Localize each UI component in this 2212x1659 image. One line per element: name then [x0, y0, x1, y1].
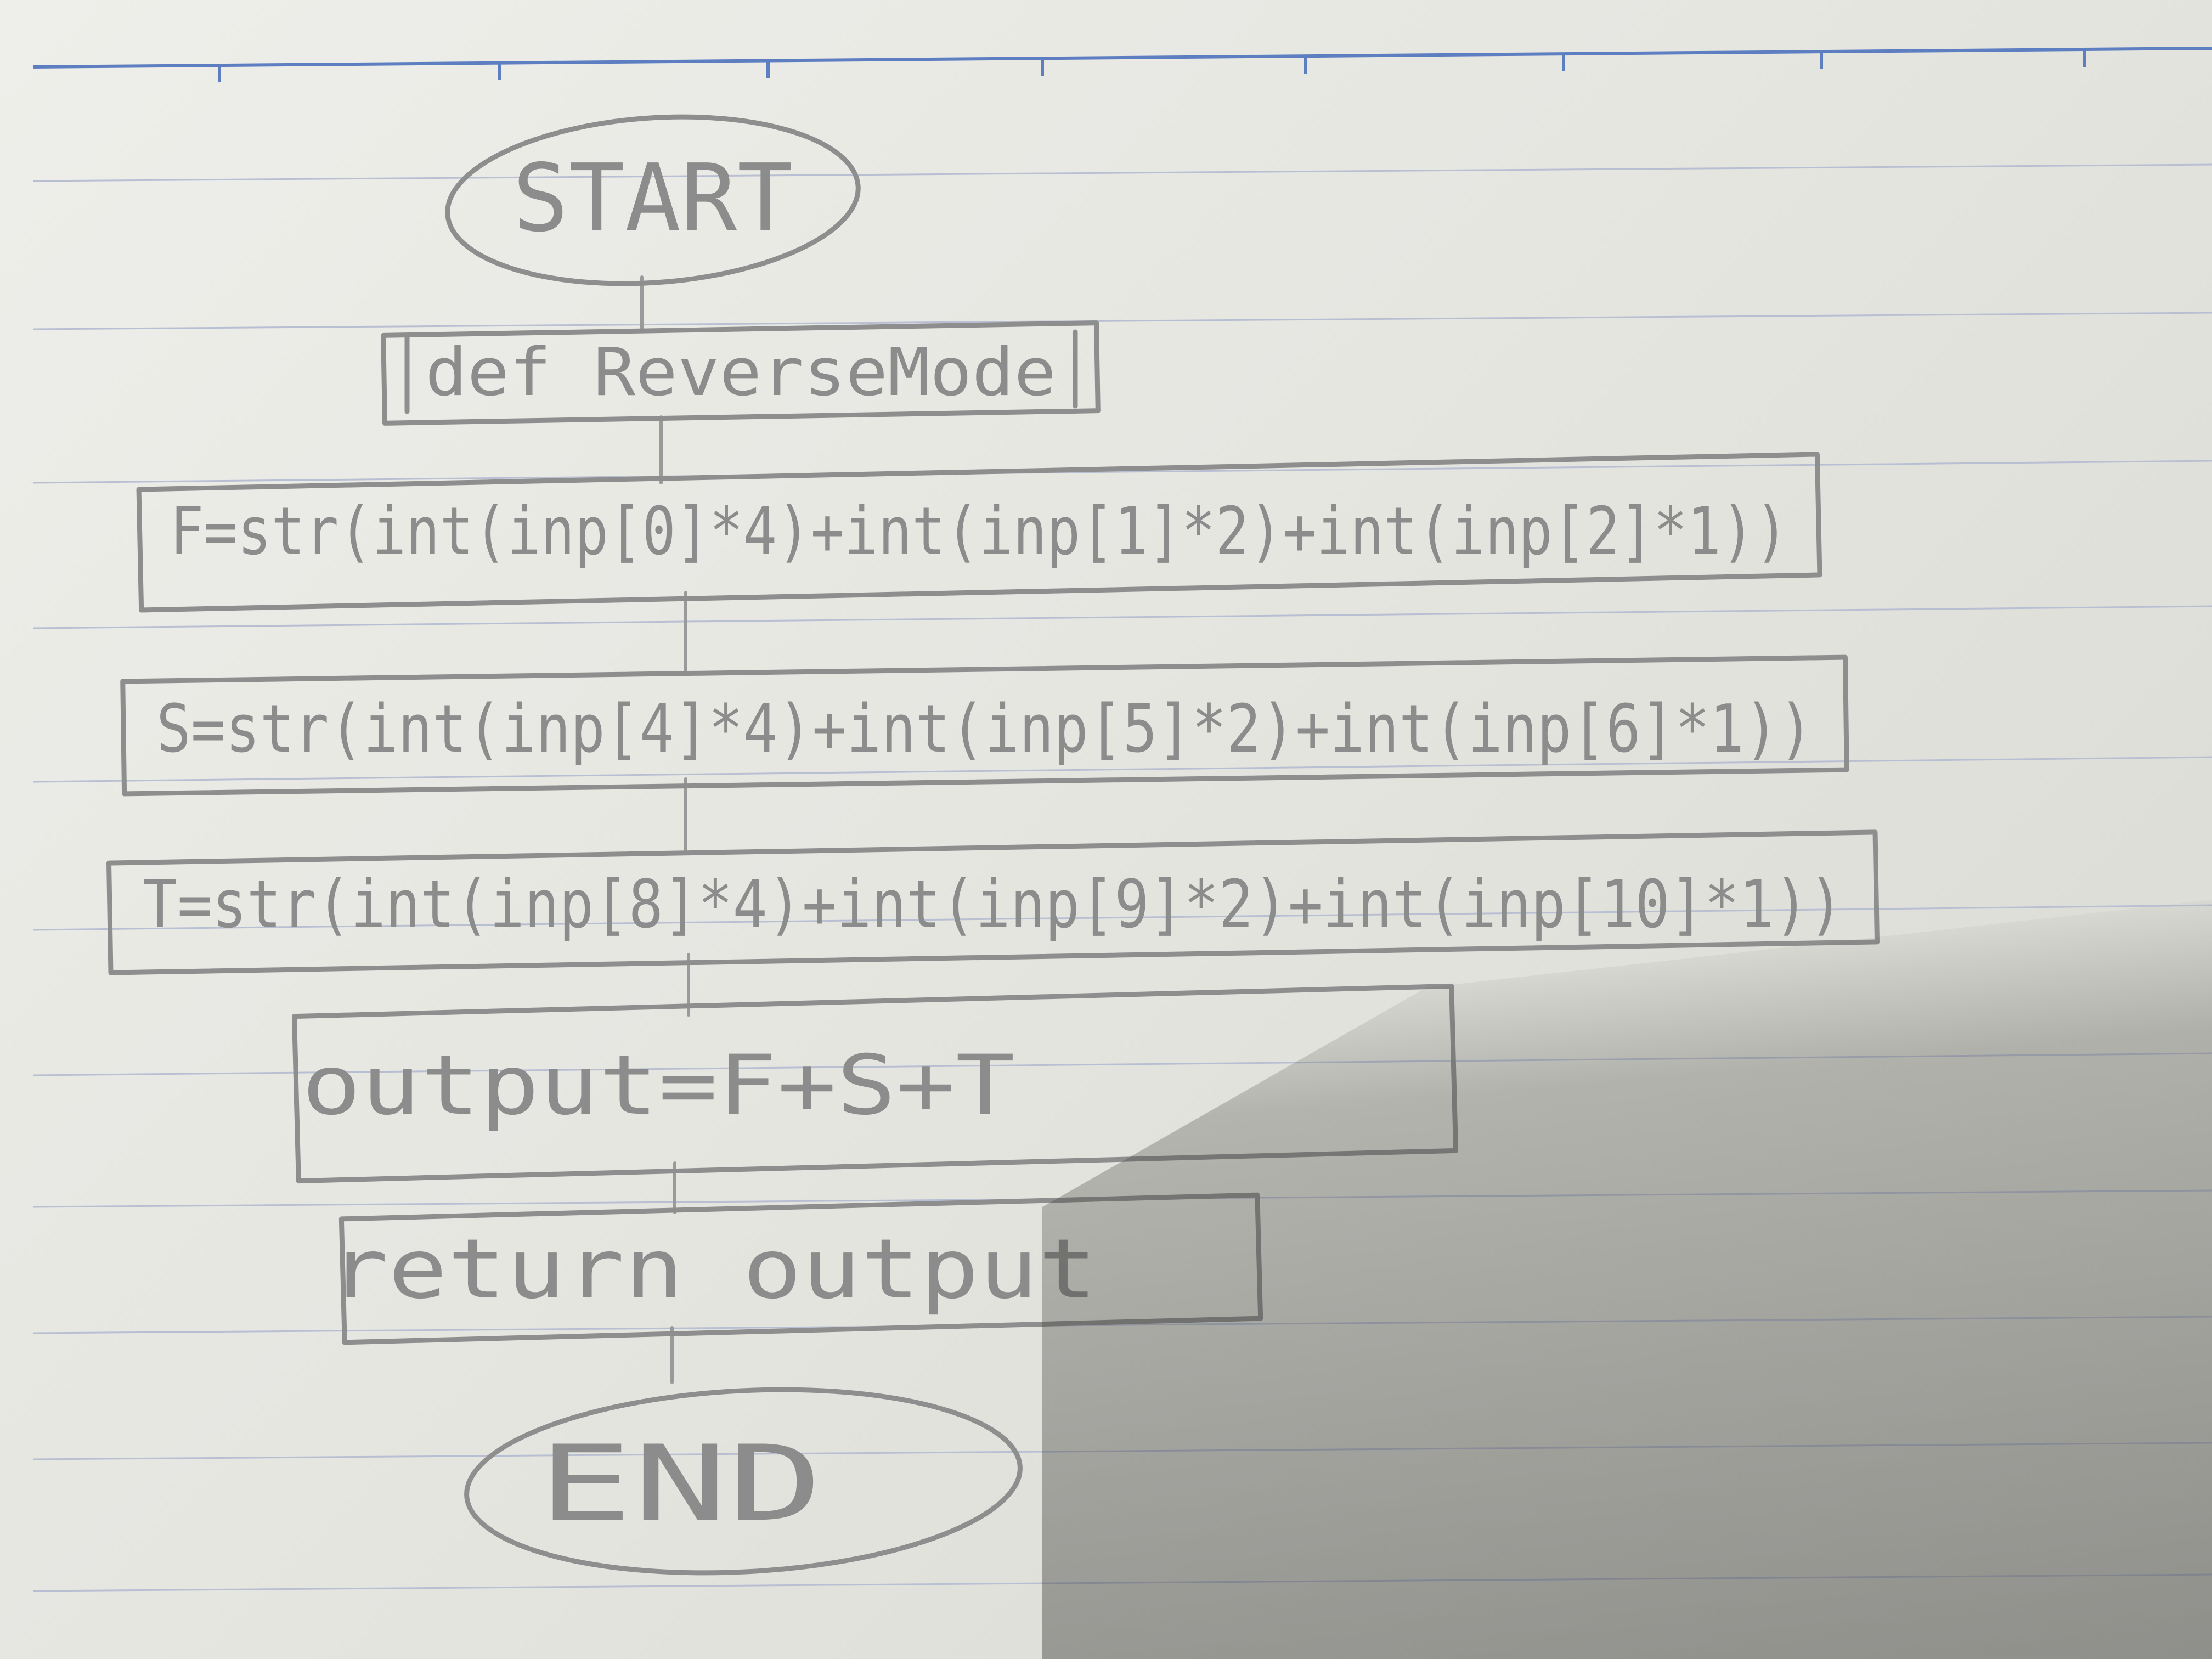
start-terminator: START [445, 114, 861, 286]
step-f-label: F=str(int(inp[0]*4)+int(inp[1]*2)+int(in… [170, 494, 1788, 570]
start-label: START [512, 144, 793, 253]
step-t-box: T=str(int(inp[8]*4)+int(inp[9]*2)+int(in… [106, 830, 1880, 975]
end-terminator: END [464, 1387, 1023, 1576]
ruled-lines [32, 47, 2212, 1592]
ruler-ticks [218, 50, 2086, 82]
def-process-box: def ReverseMode [381, 320, 1101, 426]
step-return-box: return output [329, 1192, 1263, 1345]
step-return-label: return output [329, 1222, 1097, 1317]
step-s-label: S=str(int(inp[4]*4)+int(inp[5]*2)+int(in… [156, 691, 1813, 768]
step-s-box: S=str(int(inp[4]*4)+int(inp[5]*2)+int(in… [120, 654, 1849, 797]
step-t-label: T=str(int(inp[8]*4)+int(inp[9]*2)+int(in… [143, 867, 1843, 943]
def-label: def ReverseMode [425, 335, 1056, 411]
step-output-box: output=F+S+T [291, 983, 1459, 1184]
connectors [640, 275, 690, 1384]
step-f-box: F=str(int(inp[0]*4)+int(inp[1]*2)+int(in… [136, 452, 1822, 613]
end-label: END [538, 1423, 823, 1544]
step-output-label: output=F+S+T [302, 1038, 1015, 1133]
